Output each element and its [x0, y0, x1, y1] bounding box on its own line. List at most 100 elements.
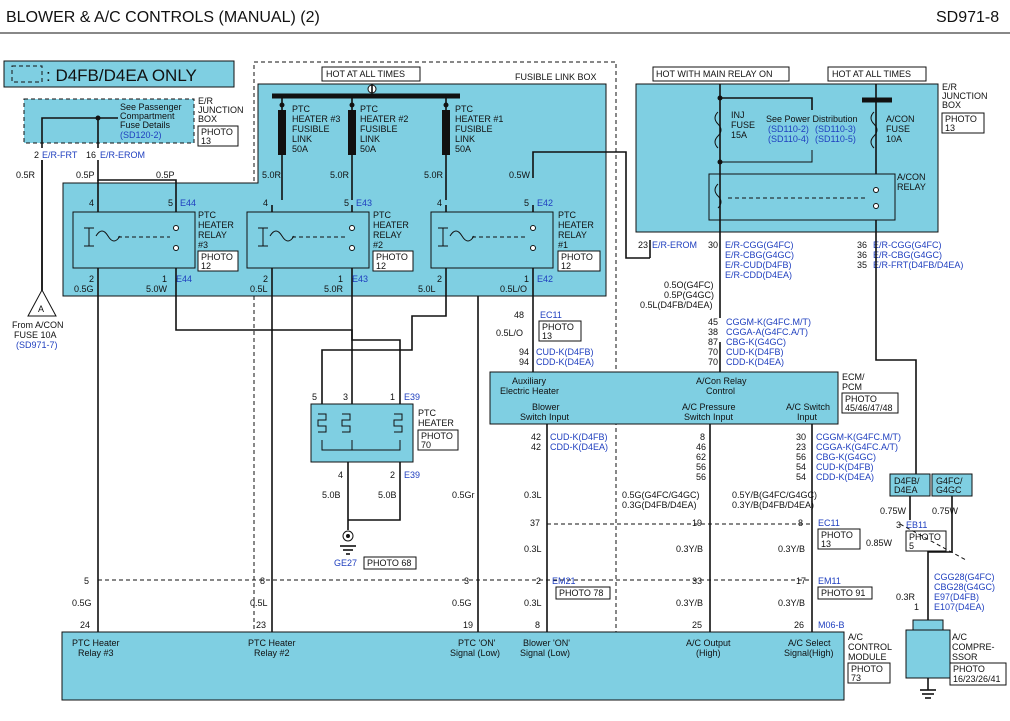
- module-input-wires: [97, 580, 813, 632]
- hot-tag-1: [321, 66, 421, 82]
- pin: 5: [312, 392, 317, 402]
- pin: 38: [708, 327, 718, 337]
- legend-swatch: [11, 65, 43, 83]
- svg-text:#1: #1: [558, 240, 568, 250]
- wire-label: 0.5P(G4GC): [664, 290, 714, 300]
- pin: 23: [256, 620, 266, 630]
- acon-relay-to-compressor: [875, 232, 917, 474]
- ground-photo-box: [363, 556, 417, 570]
- pin: 42: [531, 432, 541, 442]
- svg-text:HEATER: HEATER: [198, 220, 234, 230]
- connector-ec11b: EC11: [818, 518, 840, 528]
- legend-box: [3, 60, 235, 88]
- module-pin6b: Signal(High): [784, 648, 834, 658]
- module-pin3b: Signal (Low): [450, 648, 500, 658]
- inj-fuse-t2: FUSE: [731, 120, 755, 130]
- pin: 1: [914, 602, 919, 612]
- pin: 56: [796, 452, 806, 462]
- wire-label: 5.0R: [330, 170, 350, 180]
- ec11-photo-box: [538, 320, 582, 342]
- wire-label: 0.5G: [72, 598, 92, 608]
- ecm-bl2: Switch Input: [520, 412, 570, 422]
- pin: 16: [86, 150, 96, 160]
- wire-label: 5.0R: [324, 284, 344, 294]
- module-pin6a: A/C Select: [788, 638, 831, 648]
- pin: 70: [708, 347, 718, 357]
- hot-tag-2-text: HOT AT ALL TIMES: [832, 69, 911, 79]
- ptc-heater-elements: [317, 413, 403, 433]
- er-left-see2: Compartment: [120, 111, 175, 121]
- ecm-as1: A/C Switch: [786, 402, 830, 412]
- photo-label: PHOTO: [909, 532, 941, 542]
- connector-em21: EM21: [552, 576, 576, 586]
- signal-er-erom: E/R-EROM: [100, 150, 145, 160]
- module-pin4b: Signal (Low): [520, 648, 570, 658]
- ptc-relay-1: 4 5 2 1 PTC HEATER RELAY #1 PHOTO 12: [430, 198, 601, 284]
- svg-text:4: 4: [89, 198, 94, 208]
- svg-text:PTC: PTC: [558, 210, 577, 220]
- wire-label: 0.3Y/B: [778, 598, 805, 608]
- signal: CDD-K(D4EA): [816, 472, 874, 482]
- svg-text:#2: #2: [373, 240, 383, 250]
- ptc-relay-2: 4 5 2 1 PTC HEATER RELAY #2 PHOTO 12: [246, 198, 414, 284]
- ecm-aux2: Electric Heater: [500, 386, 559, 396]
- from-acon-t2: FUSE 10A: [14, 330, 57, 340]
- pin: 8: [535, 620, 540, 630]
- svg-text:4: 4: [263, 198, 268, 208]
- wire-label: 0.5W: [509, 170, 531, 180]
- svg-text:PTC: PTC: [360, 104, 379, 114]
- inj-fuse-symbol: [714, 111, 722, 149]
- svg-text:2: 2: [89, 274, 94, 284]
- pin: 17: [796, 576, 806, 586]
- connector-ec11: EC11: [540, 310, 562, 320]
- svg-text:12: 12: [561, 261, 571, 271]
- svg-text:5: 5: [168, 198, 173, 208]
- pin: 36: [857, 240, 867, 250]
- svg-text:HEATER #2: HEATER #2: [360, 114, 408, 124]
- variant-g4-1: G4FC/: [936, 476, 963, 486]
- svg-text:2: 2: [263, 274, 268, 284]
- compressor-t1: A/C: [952, 632, 968, 642]
- ptc-heater-inputs: [321, 395, 401, 404]
- pin: 19: [692, 518, 702, 528]
- photo-number: 13: [821, 539, 831, 549]
- svg-text:HEATER #3: HEATER #3: [292, 114, 340, 124]
- eb11-photo-box: [905, 530, 947, 552]
- signal: CUD-K(D4FB): [816, 462, 874, 472]
- ptc-heater-photo-box: [417, 429, 459, 451]
- svg-text:PTC: PTC: [455, 104, 474, 114]
- svg-text:1: 1: [338, 274, 343, 284]
- svg-text:HEATER: HEATER: [558, 220, 594, 230]
- pin: 3: [343, 392, 348, 402]
- connector-em11: EM11: [818, 576, 841, 586]
- svg-text:FUSIBLE: FUSIBLE: [455, 124, 493, 134]
- module-photo-n: 73: [851, 673, 861, 683]
- signal: E/R-CBG(G4GC): [873, 250, 942, 260]
- ec11b-photo-box: [817, 528, 861, 550]
- svg-text:12: 12: [376, 261, 386, 271]
- from-acon-letter: A: [38, 304, 44, 314]
- inj-fuse-t1: INJ: [731, 110, 745, 120]
- svg-text:FUSIBLE: FUSIBLE: [360, 124, 398, 134]
- module-t1: A/C: [848, 632, 864, 642]
- signal: CBG-K(G4GC): [726, 337, 786, 347]
- wire-label: 5.0R: [424, 170, 444, 180]
- em11-photo-box: [817, 586, 873, 600]
- pin: 35: [857, 260, 867, 270]
- ptc-heater-ground-wires: [347, 462, 401, 530]
- ecm-acon1: A/Con Relay: [696, 376, 747, 386]
- signal: CUD-K(D4FB): [726, 347, 784, 357]
- compressor-photo: PHOTO: [953, 664, 985, 674]
- signal: E/R-CGG(G4FC): [873, 240, 942, 250]
- svg-text:RELAY: RELAY: [373, 230, 402, 240]
- er-left-see3: Fuse Details: [120, 120, 171, 130]
- pin: 1: [390, 392, 395, 402]
- pin: 5: [84, 576, 89, 586]
- svg-text:5: 5: [524, 198, 529, 208]
- pin: 48: [514, 310, 524, 320]
- connector-e39b: E39: [404, 470, 420, 480]
- wire-label: 0.5R: [16, 170, 36, 180]
- pin: 54: [796, 472, 806, 482]
- signal: E/R-CBG(G4GC): [725, 250, 794, 260]
